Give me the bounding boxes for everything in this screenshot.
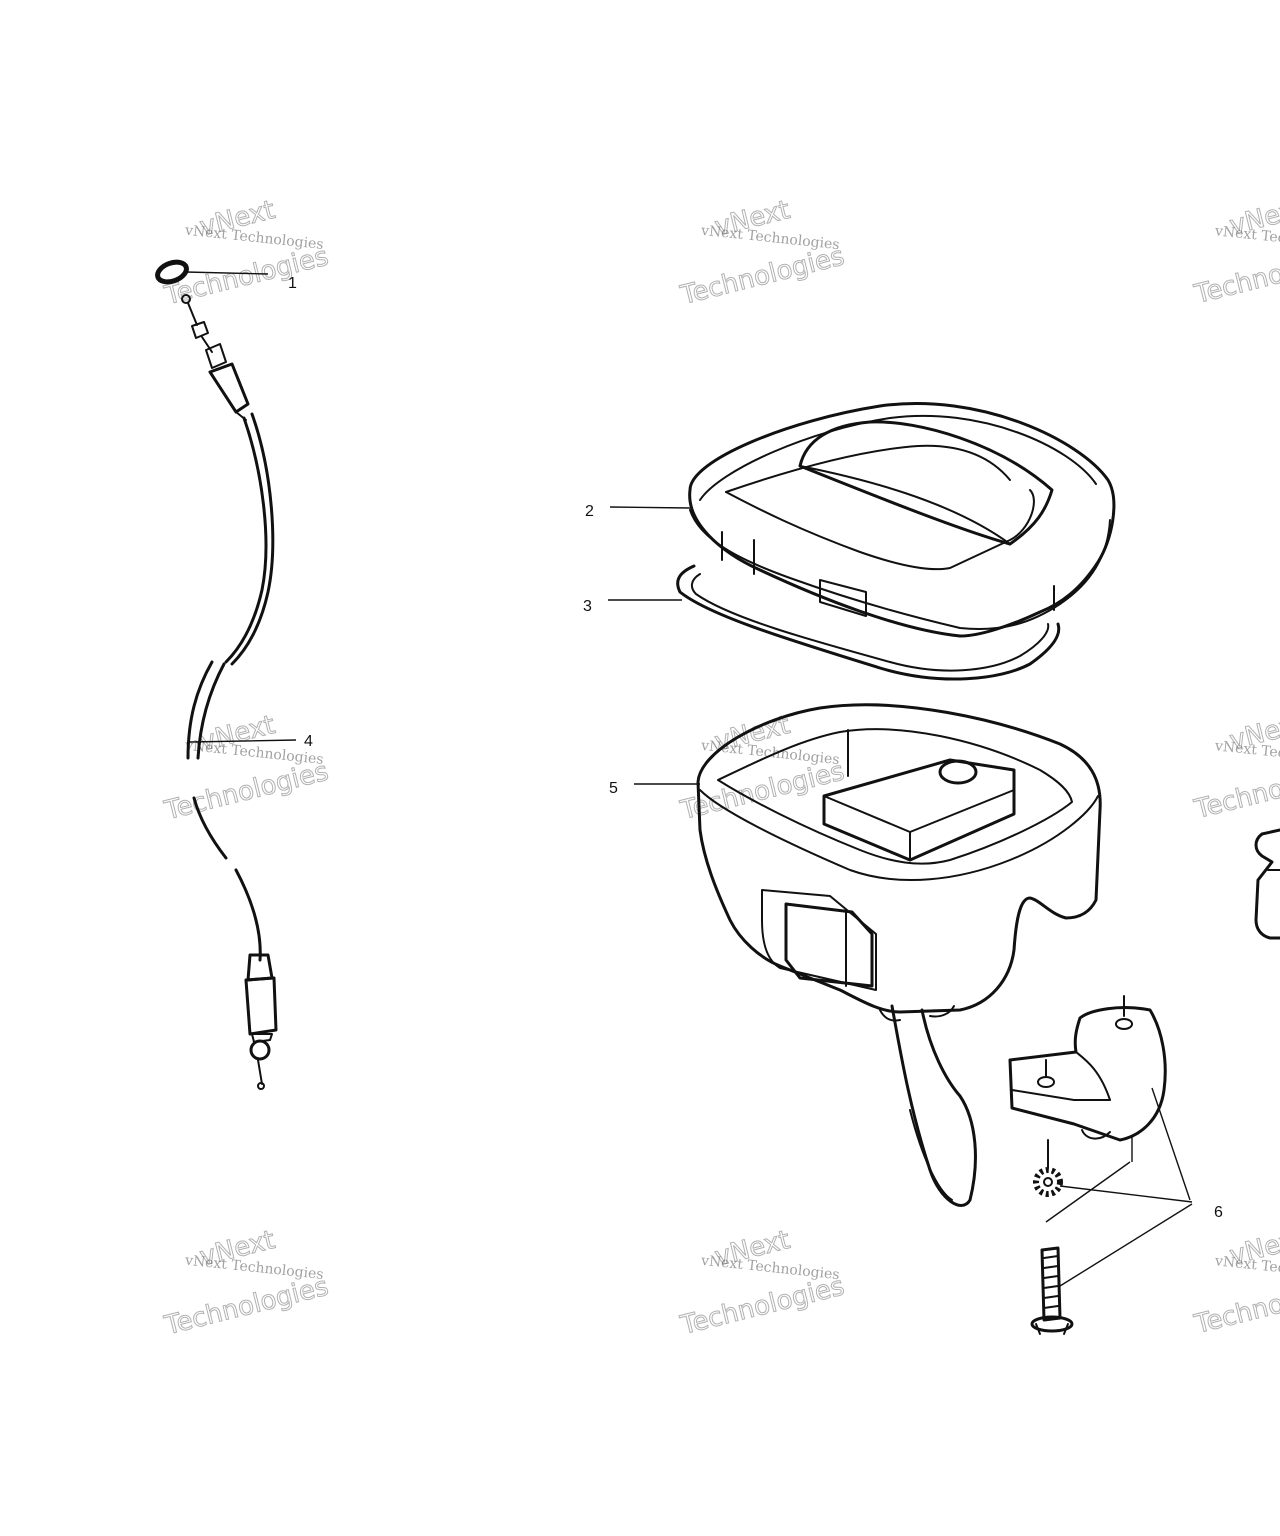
- callout-3: 3: [583, 598, 592, 615]
- svg-text:Technologies: Technologies: [1191, 755, 1280, 825]
- watermark-9: vNext vNext Technologies Technologies: [1190, 1223, 1280, 1340]
- callouts: 1 2 3 4 5 6: [288, 275, 1223, 1221]
- callout-1: 1: [288, 275, 297, 292]
- part-3-gasket: [676, 564, 1061, 681]
- watermark-2: vNext vNext Technologies Technologies: [677, 195, 848, 312]
- callout-2: 2: [585, 503, 594, 520]
- watermark-7: vNext vNext Technologies Technologies: [161, 1225, 332, 1342]
- part-4-cable: [181, 294, 278, 1090]
- watermark-1: vNext vNext Technologies Technologies: [161, 195, 332, 312]
- watermark-8: vNext vNext Technologies Technologies: [677, 1225, 848, 1342]
- svg-text:Technologies: Technologies: [677, 1271, 847, 1341]
- part-6-clamp: [1008, 995, 1167, 1142]
- watermark-4: vNext vNext Technologies Technologies: [161, 710, 332, 827]
- part-6-washer: [1033, 1139, 1063, 1197]
- svg-text:Technologies: Technologies: [1191, 240, 1280, 310]
- part-2-cover: [688, 402, 1116, 638]
- part-1-ring: [155, 259, 189, 285]
- leader-lines: [185, 271, 1193, 1287]
- watermark-group: vNext vNext Technologies Technologies vN…: [161, 193, 1280, 1342]
- watermark-3: vNext vNext Technologies Technologies: [1190, 193, 1280, 310]
- svg-text:Technologies: Technologies: [161, 757, 331, 827]
- part-5-housing: [696, 703, 1102, 1207]
- svg-text:Technologies: Technologies: [677, 241, 847, 311]
- callout-4: 4: [304, 733, 313, 750]
- callout-6: 6: [1214, 1204, 1223, 1221]
- watermark-6: vNext vNext Technologies Technologies: [1190, 708, 1280, 825]
- svg-text:Technologies: Technologies: [161, 242, 331, 312]
- svg-text:Technologies: Technologies: [161, 1272, 331, 1342]
- part-right-edge: [1254, 828, 1280, 940]
- callout-5: 5: [609, 780, 618, 797]
- svg-text:Technologies: Technologies: [1191, 1270, 1280, 1340]
- part-6-screw: [1030, 1246, 1074, 1335]
